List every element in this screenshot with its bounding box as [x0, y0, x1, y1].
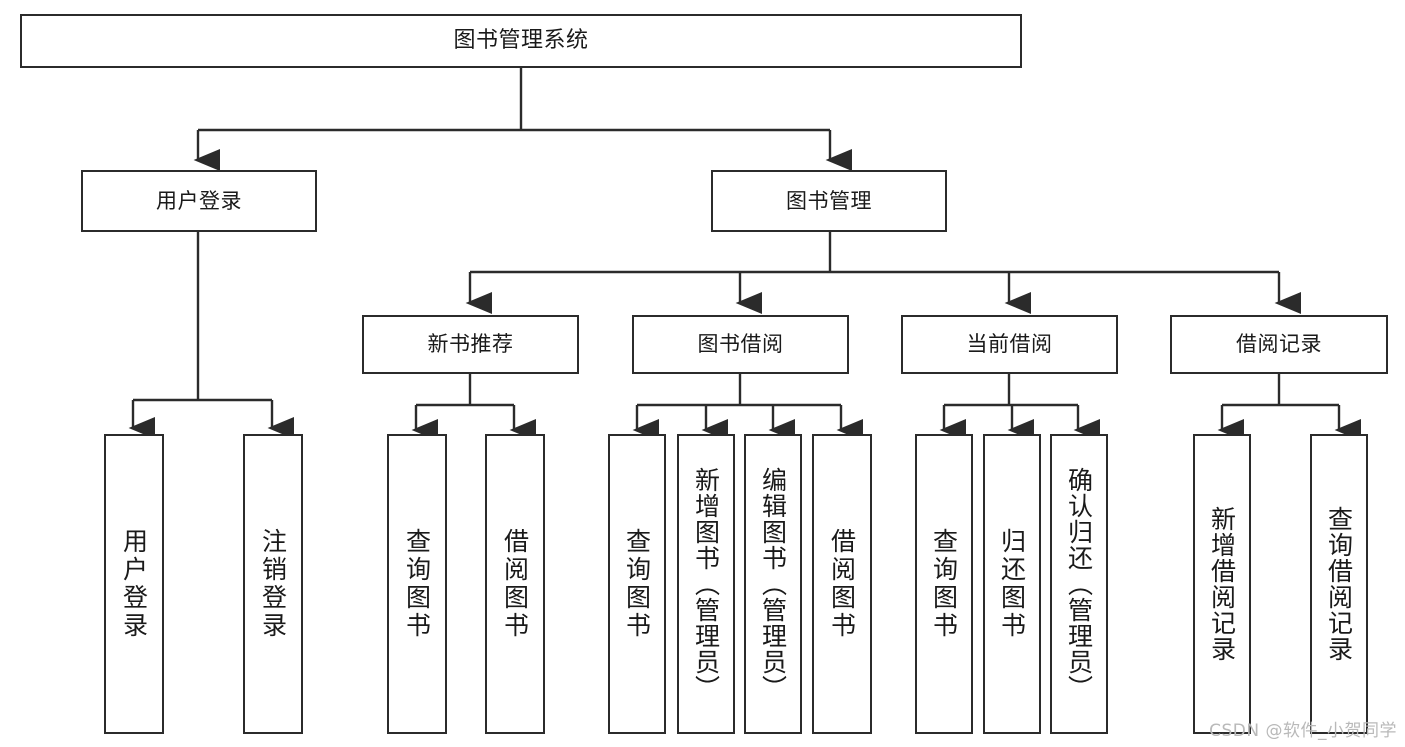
node-label: 用户登录 — [119, 528, 149, 640]
leaf-query-book-new-rec[interactable]: 查询图书 — [387, 434, 447, 734]
node-label: 图书管理 — [786, 188, 872, 213]
node-label: 编辑图书（管理员） — [758, 467, 788, 701]
leaf-confirm-return-admin[interactable]: 确认归还（管理员） — [1050, 434, 1108, 734]
node-borrow-record[interactable]: 借阅记录 — [1170, 315, 1388, 374]
node-current-borrow[interactable]: 当前借阅 — [901, 315, 1118, 374]
node-new-book-rec[interactable]: 新书推荐 — [362, 315, 579, 374]
leaf-query-book-borrow[interactable]: 查询图书 — [608, 434, 666, 734]
leaf-query-book-current[interactable]: 查询图书 — [915, 434, 973, 734]
node-book-borrow[interactable]: 图书借阅 — [632, 315, 849, 374]
node-label: 归还图书 — [997, 528, 1027, 640]
node-label: 图书借阅 — [697, 332, 784, 357]
node-user-login[interactable]: 用户登录 — [81, 170, 317, 232]
node-label: 借阅图书 — [827, 528, 857, 640]
leaf-query-borrow-record[interactable]: 查询借阅记录 — [1310, 434, 1368, 734]
leaf-logout-login[interactable]: 注销登录 — [243, 434, 303, 734]
node-label: 当前借阅 — [966, 332, 1053, 357]
leaf-edit-book-admin[interactable]: 编辑图书（管理员） — [744, 434, 802, 734]
node-label: 确认归还（管理员） — [1064, 467, 1094, 701]
leaf-user-login[interactable]: 用户登录 — [104, 434, 164, 734]
leaf-borrow-book-new-rec[interactable]: 借阅图书 — [485, 434, 545, 734]
node-label: 新书推荐 — [427, 332, 514, 357]
node-root-system[interactable]: 图书管理系统 — [20, 14, 1022, 68]
node-label: 新增借阅记录 — [1207, 506, 1237, 662]
node-label: 借阅图书 — [500, 528, 530, 640]
node-label: 查询借阅记录 — [1324, 506, 1354, 662]
node-book-manage[interactable]: 图书管理 — [711, 170, 947, 232]
leaf-add-book-admin[interactable]: 新增图书（管理员） — [677, 434, 735, 734]
leaf-return-book[interactable]: 归还图书 — [983, 434, 1041, 734]
node-label: 借阅记录 — [1236, 332, 1322, 357]
csdn-watermark: CSDN @软件_小贺同学 — [1209, 721, 1397, 741]
leaf-borrow-book-borrow[interactable]: 借阅图书 — [812, 434, 872, 734]
node-label: 新增图书（管理员） — [691, 467, 721, 701]
node-label: 查询图书 — [402, 528, 432, 640]
node-label: 注销登录 — [258, 528, 288, 640]
node-label: 图书管理系统 — [453, 28, 589, 54]
node-label: 用户登录 — [156, 188, 242, 213]
node-label: 查询图书 — [929, 528, 959, 640]
node-label: 查询图书 — [622, 528, 652, 640]
leaf-add-borrow-record[interactable]: 新增借阅记录 — [1193, 434, 1251, 734]
